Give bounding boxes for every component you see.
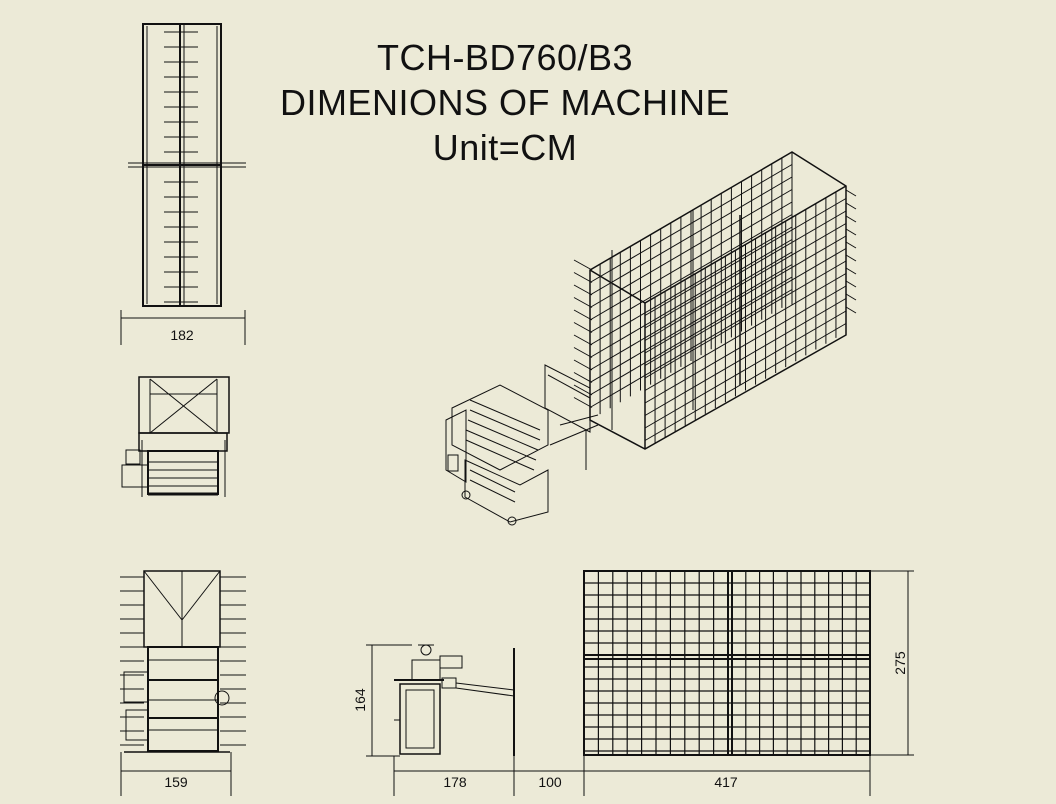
drawing-heading: DIMENIONS OF MACHINE [279, 82, 730, 123]
unit-label: Unit=CM [432, 127, 578, 168]
front-view [120, 570, 246, 796]
dim-rack-height: 275 [892, 651, 908, 675]
side-view [366, 644, 870, 796]
dim-top-width: 182 [170, 327, 194, 343]
dim-side-depth: 178 [443, 774, 467, 790]
dim-rack-length: 417 [714, 774, 738, 790]
rack-elevation [583, 570, 914, 796]
end-view [121, 376, 230, 497]
dim-front-width: 159 [164, 774, 188, 790]
top-view [120, 23, 246, 345]
model-title: TCH-BD760/B3 [376, 37, 634, 78]
isometric-view [445, 151, 857, 526]
dim-side-height: 164 [352, 688, 368, 712]
dim-gap: 100 [538, 774, 562, 790]
